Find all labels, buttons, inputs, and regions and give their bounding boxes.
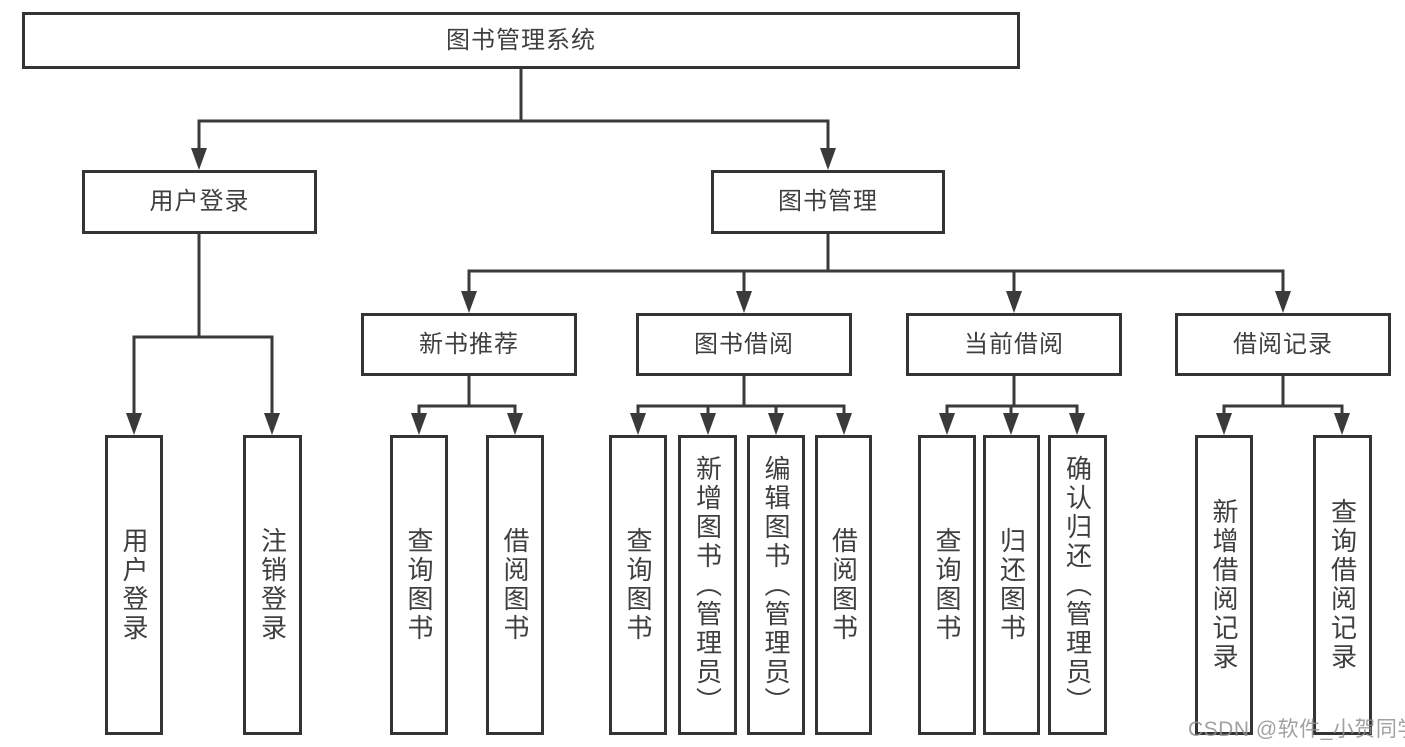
node-label: 借阅记录 [1233,330,1333,358]
node-borrowing-records: 借阅记录 [1175,313,1391,376]
csdn-watermark: CSDN @软件_小贺同学 [1188,718,1405,741]
leaf-add-book-admin: 新增图书（管理员） [678,435,737,735]
leaf-borrow-books-recommend: 借阅图书 [486,435,544,735]
arrowhead-icons [126,148,1350,435]
node-label: 借阅图书 [828,527,859,643]
node-label: 图书管理系统 [446,26,596,54]
node-label: 借阅图书 [500,527,530,643]
node-label: 图书管理 [778,188,878,215]
node-label: 查询图书 [623,527,653,643]
node-label: 图书借阅 [694,330,794,358]
leaf-query-borrow-record: 查询借阅记录 [1313,435,1372,735]
leaf-query-books-current: 查询图书 [918,435,976,735]
leaf-logout: 注销登录 [243,435,302,735]
node-label: 查询借阅记录 [1327,498,1358,672]
node-new-book-recommend: 新书推荐 [361,313,577,376]
node-label: 新书推荐 [419,330,519,358]
leaf-return-books: 归还图书 [983,435,1040,735]
leaf-edit-book-admin: 编辑图书（管理员） [747,435,805,735]
leaf-query-books-borrowing: 查询图书 [609,435,667,735]
node-label: 编辑图书（管理员） [761,454,791,716]
node-label: 新增借阅记录 [1209,498,1239,672]
leaf-query-books-recommend: 查询图书 [390,435,448,735]
node-user-login: 用户登录 [82,170,317,234]
leaf-borrow-books-borrowing: 借阅图书 [815,435,872,735]
node-label: 新增图书（管理员） [692,454,723,716]
node-label: 查询图书 [404,527,434,643]
node-current-borrowing: 当前借阅 [906,313,1122,376]
node-book-borrowing: 图书借阅 [636,313,852,376]
node-label: 确认归还（管理员） [1062,454,1093,716]
node-label: 当前借阅 [964,330,1064,358]
node-label: 归还图书 [996,527,1027,643]
leaf-add-borrow-record: 新增借阅记录 [1195,435,1253,735]
node-book-management: 图书管理 [711,170,945,234]
leaf-confirm-return-admin: 确认归还（管理员） [1048,435,1107,735]
node-library-management-system: 图书管理系统 [22,12,1020,69]
leaf-user-login: 用户登录 [105,435,163,735]
node-label: 注销登录 [257,527,288,643]
node-label: 用户登录 [119,527,149,643]
node-label: 查询图书 [932,527,962,643]
node-label: 用户登录 [149,188,250,215]
